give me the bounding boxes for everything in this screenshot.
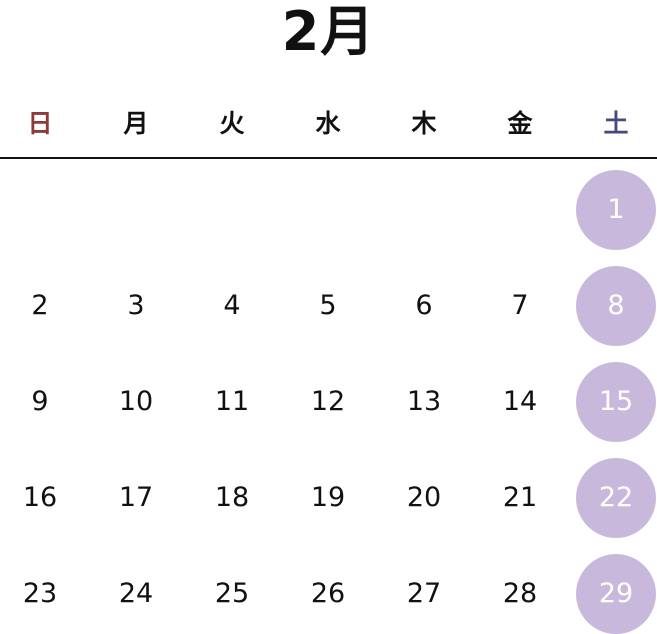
day-cell-21[interactable]: 21 xyxy=(502,482,538,513)
header-divider xyxy=(0,157,657,159)
day-cell-25[interactable]: 25 xyxy=(214,578,250,609)
day-cell-12[interactable]: 12 xyxy=(310,386,346,417)
day-cell-9[interactable]: 9 xyxy=(31,386,49,417)
day-cell-6[interactable]: 6 xyxy=(415,290,433,321)
day-cell-14[interactable]: 14 xyxy=(502,386,538,417)
day-cell-13[interactable]: 13 xyxy=(406,386,442,417)
month-title: 2月 xyxy=(281,0,376,63)
day-cell-22[interactable]: 22 xyxy=(576,458,656,538)
weekday-header-row: 日月火水木金土 xyxy=(0,104,657,144)
weekday-thu: 木 xyxy=(411,109,437,138)
day-cell-4[interactable]: 4 xyxy=(223,290,241,321)
weekday-sat: 土 xyxy=(603,109,629,138)
day-cell-1[interactable]: 1 xyxy=(576,170,656,250)
weekday-mon: 月 xyxy=(123,109,149,138)
weekday-fri: 金 xyxy=(507,109,533,138)
day-cell-18[interactable]: 18 xyxy=(214,482,250,513)
day-cell-8[interactable]: 8 xyxy=(576,266,656,346)
weekday-wed: 水 xyxy=(315,109,341,138)
day-cell-2[interactable]: 2 xyxy=(31,290,49,321)
day-cell-28[interactable]: 28 xyxy=(502,578,538,609)
day-cell-20[interactable]: 20 xyxy=(406,482,442,513)
day-cell-5[interactable]: 5 xyxy=(319,290,337,321)
day-cell-16[interactable]: 16 xyxy=(22,482,58,513)
weekday-tue: 火 xyxy=(219,109,245,138)
day-cell-17[interactable]: 17 xyxy=(118,482,154,513)
day-cell-10[interactable]: 10 xyxy=(118,386,154,417)
day-cell-23[interactable]: 23 xyxy=(22,578,58,609)
day-cell-24[interactable]: 24 xyxy=(118,578,154,609)
day-cell-11[interactable]: 11 xyxy=(214,386,250,417)
day-cell-26[interactable]: 26 xyxy=(310,578,346,609)
day-cell-15[interactable]: 15 xyxy=(576,362,656,442)
day-cell-3[interactable]: 3 xyxy=(127,290,145,321)
day-cell-19[interactable]: 19 xyxy=(310,482,346,513)
day-cell-27[interactable]: 27 xyxy=(406,578,442,609)
weekday-sun: 日 xyxy=(27,109,53,138)
day-cell-7[interactable]: 7 xyxy=(511,290,529,321)
day-cell-29[interactable]: 29 xyxy=(576,554,656,634)
